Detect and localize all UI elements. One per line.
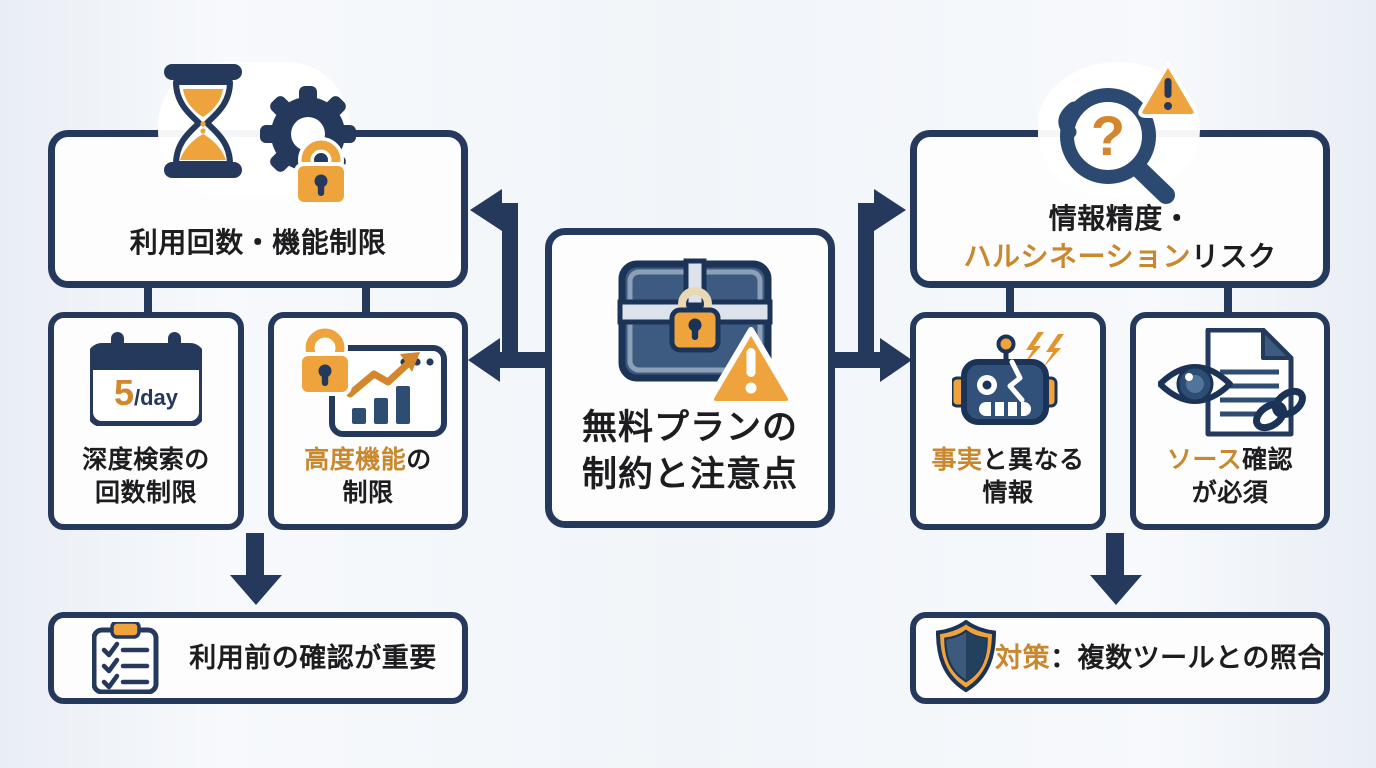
right-header-line2: ハルシネーションリスク bbox=[964, 238, 1277, 276]
left-footer-text: 利用前の確認が重要 bbox=[168, 612, 458, 704]
left-footer-label: 利用前の確認が重要 bbox=[189, 643, 437, 673]
broken-robot-icon bbox=[952, 332, 1064, 425]
right-sub2-line2: が必須 bbox=[1191, 479, 1269, 507]
center-title-line1: 無料プランの bbox=[581, 408, 798, 447]
locked-chart-icon-group bbox=[300, 328, 447, 437]
left-header-text: 利用回数・機能制限 bbox=[48, 130, 468, 288]
eye-document-icon-group bbox=[1158, 328, 1306, 437]
right-header-text: 情報精度・ ハルシネーションリスク bbox=[910, 130, 1330, 288]
link-icon bbox=[1253, 387, 1306, 432]
source-highlight: ソース bbox=[1166, 446, 1243, 474]
limit-unit: /day bbox=[134, 385, 179, 410]
warning-icon bbox=[1138, 62, 1198, 118]
left-header-label: 利用回数・機能制限 bbox=[129, 227, 387, 258]
left-header-box bbox=[48, 130, 468, 288]
eye-icon bbox=[1158, 364, 1233, 404]
center-title: 無料プランの 制約と注意点 bbox=[545, 228, 835, 528]
treasure-chest-icon bbox=[617, 258, 795, 407]
left-sub2-line1: 高度機能の bbox=[304, 444, 432, 477]
limit-number: 5 bbox=[113, 372, 134, 413]
checklist-icon bbox=[92, 622, 159, 694]
lock-icon bbox=[669, 287, 721, 353]
lock-icon bbox=[300, 328, 352, 396]
shield-icon bbox=[935, 620, 997, 693]
usage-limit-icon-group bbox=[158, 62, 356, 206]
right-footer-label: 対策：複数ツールとの照合 bbox=[995, 643, 1325, 673]
right-sub2-text: ソース確認 が必須 bbox=[1130, 312, 1330, 530]
right-sub2-line1: ソース確認 bbox=[1167, 444, 1293, 477]
lightning-icon bbox=[1023, 332, 1064, 368]
svg-text:?: ? bbox=[1091, 104, 1125, 167]
risk-text: リスク bbox=[1190, 241, 1277, 272]
left-sub1-line1: 深度検索の bbox=[82, 446, 210, 474]
right-footer-rest: ：複数ツールとの照合 bbox=[1050, 643, 1325, 673]
right-sub1-line1: 事実と異なる bbox=[931, 444, 1084, 477]
right-footer-text: 対策：複数ツールとの照合 bbox=[995, 612, 1324, 704]
center-title-line2: 制約と注意点 bbox=[581, 455, 798, 494]
lock-icon bbox=[294, 137, 348, 206]
hallucination-highlight: ハルシネーション bbox=[963, 241, 1191, 272]
right-sub1-text: 事実と異なる 情報 bbox=[910, 312, 1106, 530]
hourglass-icon bbox=[164, 64, 242, 178]
left-sub2-rest: の bbox=[406, 446, 432, 474]
left-sub1-text: 深度検索の 回数制限 bbox=[48, 312, 244, 530]
calendar-icon bbox=[90, 332, 202, 426]
right-sub2-rest: 確認 bbox=[1242, 446, 1294, 474]
left-sub1-line2: 回数制限 bbox=[94, 479, 197, 507]
left-sub2-line2: 制限 bbox=[342, 479, 394, 507]
right-sub1-line2: 情報 bbox=[982, 479, 1034, 507]
calendar-limit-badge: 5/day bbox=[96, 372, 196, 414]
magnifier-question-icon: ? bbox=[1058, 88, 1175, 204]
countermeasure-highlight: 対策 bbox=[995, 643, 1051, 673]
right-header-line1: 情報精度・ bbox=[1048, 203, 1192, 234]
facts-highlight: 事実 bbox=[931, 446, 983, 474]
advanced-features-highlight: 高度機能 bbox=[304, 446, 407, 474]
right-sub1-rest: と異なる bbox=[982, 446, 1085, 474]
left-sub2-text: 高度機能の 制限 bbox=[268, 312, 468, 530]
warning-icon bbox=[707, 327, 795, 407]
accuracy-risk-icon-group: ? bbox=[1038, 62, 1200, 204]
